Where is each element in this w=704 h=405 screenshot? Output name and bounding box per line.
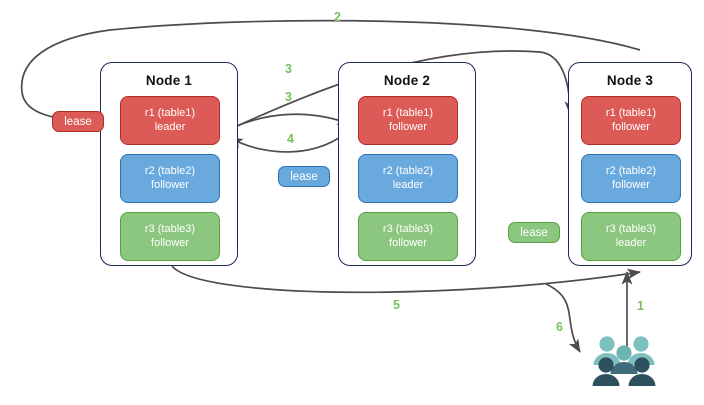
lease-blue[interactable]: lease	[278, 166, 330, 187]
node-1-replica-r1-role: leader	[154, 120, 186, 133]
node-3-replica-r2-role: follower	[612, 178, 650, 191]
node-1-replica-r1-name: r1 (table1)	[144, 107, 196, 119]
node-2-replica-r1[interactable]: r1 (table1) follower	[358, 96, 458, 145]
lease-red[interactable]: lease	[52, 111, 104, 132]
arrow-step-6	[545, 283, 581, 353]
node-2-replica-r3-name: r3 (table3)	[382, 223, 434, 235]
node-3-replica-r2-name: r2 (table2)	[605, 165, 657, 177]
arrow-step-5	[171, 265, 642, 294]
node-2-replica-r2-name: r2 (table2)	[382, 165, 434, 177]
node-2-replica-r3[interactable]: r3 (table3) follower	[358, 212, 458, 261]
lease-green[interactable]: lease	[508, 222, 560, 243]
node-3-replica-r1-name: r1 (table1)	[605, 107, 657, 119]
node-2-replica-r1-role: follower	[389, 120, 427, 133]
node-3-replica-r3-role: leader	[615, 236, 647, 249]
step-label-3b: 3	[285, 90, 292, 104]
node-2-replica-r1-name: r1 (table1)	[382, 107, 434, 119]
people-group-icon	[592, 336, 656, 386]
node-1-title: Node 1	[145, 73, 193, 88]
node-1-replica-r3[interactable]: r3 (table3) follower	[120, 212, 220, 261]
step-label-6: 6	[556, 320, 563, 334]
node-2[interactable]: Node 2 r1 (table1) follower r2 (table2) …	[338, 62, 476, 266]
node-2-replica-r2[interactable]: r2 (table2) leader	[358, 154, 458, 203]
node-1-replica-r2-role: follower	[151, 178, 189, 191]
node-1-replica-r3-role: follower	[151, 236, 189, 249]
node-3-replica-r1[interactable]: r1 (table1) follower	[581, 96, 681, 145]
node-1[interactable]: Node 1 r1 (table1) leader r2 (table2) fo…	[100, 62, 238, 266]
node-3[interactable]: Node 3 r1 (table1) follower r2 (table2) …	[568, 62, 692, 266]
step-label-2: 2	[334, 10, 341, 24]
node-3-replica-r2[interactable]: r2 (table2) follower	[581, 154, 681, 203]
node-3-replica-r3[interactable]: r3 (table3) leader	[581, 212, 681, 261]
node-3-replica-r3-name: r3 (table3)	[605, 223, 657, 235]
node-1-replica-r3-name: r3 (table3)	[144, 223, 196, 235]
step-label-4: 4	[287, 132, 294, 146]
step-label-1: 1	[637, 299, 644, 313]
node-2-replica-r3-role: follower	[389, 236, 427, 249]
node-1-replica-r1[interactable]: r1 (table1) leader	[120, 96, 220, 145]
step-label-5: 5	[393, 298, 400, 312]
arrow-step-3-lower	[225, 113, 351, 132]
node-2-replica-r2-role: leader	[392, 178, 424, 191]
node-3-title: Node 3	[606, 73, 654, 88]
node-1-replica-r2[interactable]: r2 (table2) follower	[120, 154, 220, 203]
node-3-replica-r1-role: follower	[612, 120, 650, 133]
step-label-3a: 3	[285, 62, 292, 76]
node-1-replica-r2-name: r2 (table2)	[144, 165, 196, 177]
node-2-title: Node 2	[383, 73, 431, 88]
